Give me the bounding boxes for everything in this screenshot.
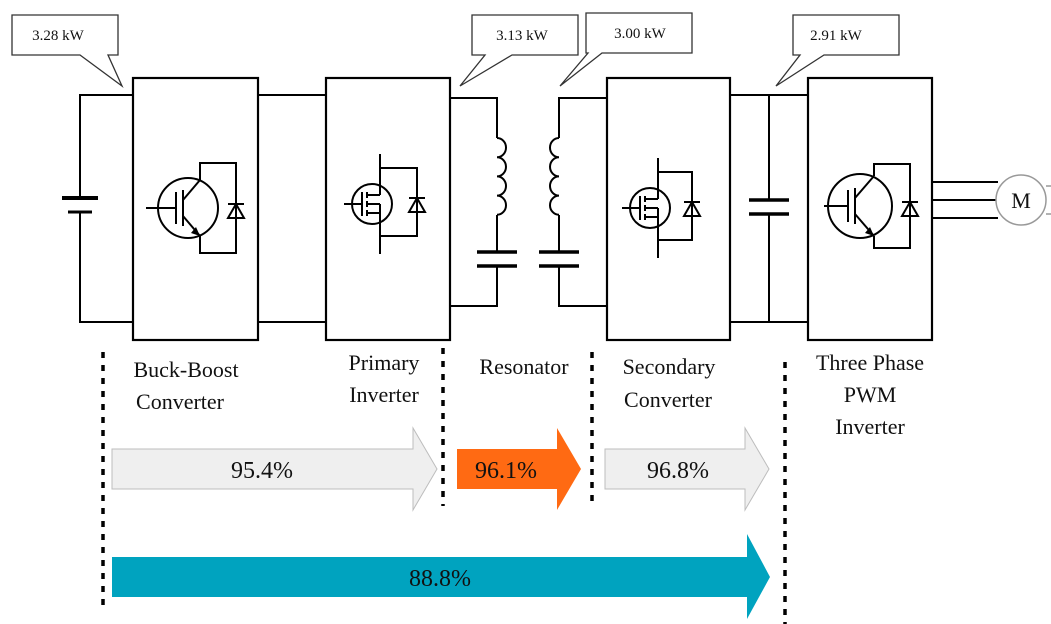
efficiency-arrow-secondary-shape — [604, 426, 770, 512]
label-three-phase-line3: Inverter — [835, 414, 905, 439]
primary-inverter-block — [324, 76, 452, 342]
battery-icon — [62, 196, 98, 214]
mosfet-icon-secondary — [622, 158, 702, 258]
secondary-coil-icon — [549, 137, 560, 216]
label-secondary-converter-line1: Secondary — [623, 354, 716, 379]
label-secondary-converter-line2: Converter — [624, 387, 713, 412]
secondary-capacitor-icon — [539, 250, 579, 268]
efficiency-arrow-buck-primary: 95.4% — [111, 426, 438, 512]
efficiency-arrow-overall: 88.8% — [112, 534, 770, 619]
efficiency-secondary-text: 96.8% — [647, 458, 709, 484]
dc-link-capacitor-icon — [749, 198, 789, 216]
label-resonator: Resonator — [479, 354, 569, 379]
label-primary-inverter-line1: Primary — [349, 350, 420, 375]
igbt-icon — [146, 162, 246, 254]
efficiency-arrow-resonator-shape — [457, 428, 581, 510]
primary-coil-icon — [496, 137, 507, 216]
power-callout-secondary-text: 2.91 kW — [810, 28, 863, 44]
power-callout-resonator-text: 3.00 kW — [614, 26, 667, 42]
wiring — [79, 94, 998, 323]
efficiency-arrow-overall-shape — [112, 534, 770, 619]
power-callout-primary: 3.13 kW — [459, 14, 579, 87]
efficiency-buck-primary-text: 95.4% — [231, 458, 293, 484]
primary-capacitor-icon — [477, 250, 517, 268]
igbt-icon-three-phase — [824, 163, 920, 249]
mosfet-icon-primary — [344, 154, 427, 254]
power-callout-primary-text: 3.13 kW — [496, 28, 549, 44]
power-callout-input: 3.28 kW — [11, 14, 124, 89]
efficiency-arrow-resonator: 96.1% — [457, 428, 581, 510]
label-three-phase-line1: Three Phase — [816, 350, 924, 375]
power-callout-resonator: 3.00 kW — [559, 12, 693, 87]
motor-label: M — [1011, 188, 1031, 213]
motor-icon: M — [995, 174, 1051, 226]
efficiency-overall-text: 88.8% — [409, 566, 471, 592]
power-callout-input-text: 3.28 kW — [32, 28, 85, 44]
efficiency-arrow-secondary: 96.8% — [604, 426, 770, 512]
label-buck-boost-line2: Converter — [136, 389, 225, 414]
label-three-phase-line2: PWM — [844, 382, 897, 407]
label-buck-boost-line1: Buck-Boost — [133, 357, 238, 382]
efficiency-arrow-buck-primary-shape — [111, 426, 438, 512]
efficiency-resonator-text: 96.1% — [475, 458, 537, 484]
power-callout-secondary: 2.91 kW — [775, 14, 900, 87]
label-primary-inverter-line2: Inverter — [349, 382, 419, 407]
